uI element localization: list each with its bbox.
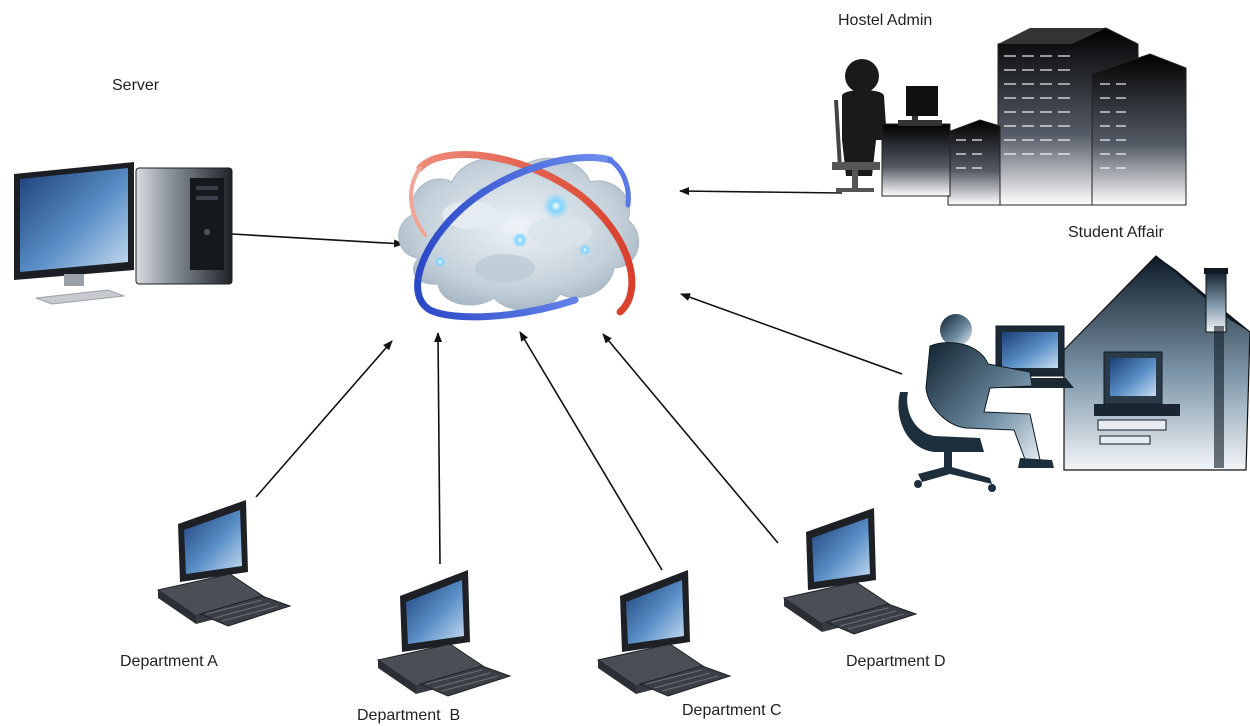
department-a-label: Department A <box>120 653 218 670</box>
edge-student-affair-to-cloud <box>680 293 903 375</box>
student-affair-label: Student Affair <box>1068 224 1164 241</box>
server-label: Server <box>112 77 160 94</box>
desktop-tower-icon <box>14 162 233 305</box>
edge-dept-b-to-cloud <box>434 332 443 565</box>
cloud-network-icon <box>398 151 640 321</box>
department-c-label: Department C <box>682 702 782 719</box>
edge-dept-a-to-cloud <box>255 340 393 498</box>
workstation-icon-dept-c <box>596 570 732 697</box>
workstation-icon-dept-d <box>782 508 918 635</box>
edge-server-to-cloud <box>231 233 404 248</box>
office-building-user-icon <box>832 27 1187 206</box>
department-b-label: Department B <box>357 707 461 724</box>
home-office-user-icon <box>898 255 1250 492</box>
edge-dept-d-to-cloud <box>602 333 779 544</box>
workstation-icon-dept-a <box>156 500 292 627</box>
edges <box>231 187 903 571</box>
edge-hostel-admin-to-cloud <box>679 187 843 196</box>
hostel-admin-label: Hostel Admin <box>838 12 933 29</box>
workstation-icon-dept-b <box>376 570 512 697</box>
edge-dept-c-to-cloud <box>519 331 663 571</box>
department-d-label: Department D <box>846 653 946 670</box>
